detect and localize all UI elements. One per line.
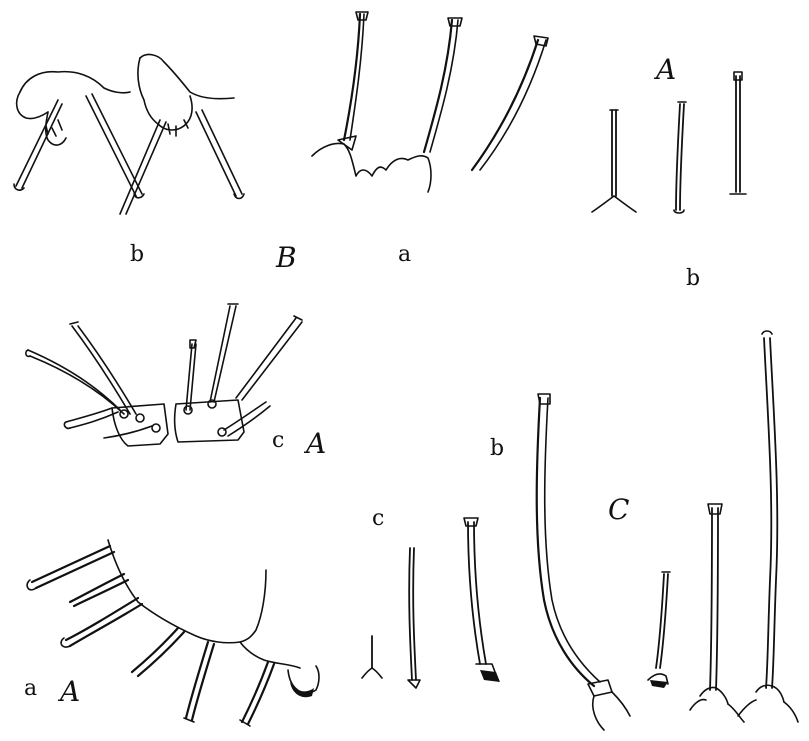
label-top-left-b: b (130, 242, 145, 267)
figure-aa-seta-2 (68, 572, 130, 608)
figure-cc-seta-2 (407, 547, 421, 689)
figure-ab-seta-2 (673, 101, 687, 214)
label-top-right-b: b (686, 266, 701, 291)
figure-aa-seta-3 (60, 596, 144, 648)
label-mid-A: A (306, 427, 327, 460)
figure-b-seta-4 (195, 109, 245, 200)
label-top-B: B (276, 241, 297, 274)
figure-ac-right-plate (173, 399, 245, 443)
figure-ab-seta-3 (729, 71, 747, 195)
label-bot-A: A (60, 675, 81, 708)
figure-ac-left-plate (111, 403, 169, 447)
figure-aa-seta-1 (26, 544, 116, 591)
figure-ac-seta-1 (25, 349, 125, 415)
figure-ac-seta-4 (103, 425, 153, 439)
figure-a-seta-3 (470, 35, 549, 172)
figure-ac-seta-3 (63, 407, 119, 430)
figure-ac-seta-2 (69, 321, 137, 415)
figure-ab-seta-1 (591, 109, 637, 213)
label-top-right-A: A (656, 53, 677, 86)
figure-aa-seta-6 (239, 660, 276, 727)
figure-c-seta-4 (737, 330, 799, 723)
figure-a-seta-1 (337, 11, 369, 151)
figure-aa-body-margin (107, 539, 320, 698)
label-bot-a: a (24, 676, 38, 701)
label-top-a: a (398, 242, 412, 267)
figure-ac-seta-6 (209, 303, 239, 403)
figure-b-left-body-outline (15, 70, 131, 146)
figure-ac-seta-5 (185, 339, 197, 411)
figure-ac-seta-8 (223, 401, 271, 437)
figure-a-body-margin (311, 142, 432, 193)
figure-aa-seta-4 (130, 626, 186, 678)
figure-cc-seta-3 (463, 517, 500, 682)
figure-ac-seta-7 (235, 315, 303, 401)
figure-a-seta-2 (422, 17, 463, 154)
label-bot-c: c (372, 506, 385, 531)
label-bot-C: C (608, 493, 630, 526)
figure-b-right-body-outline (137, 53, 235, 137)
figure-b-seta-2 (85, 93, 145, 199)
figure-b-seta-3 (119, 119, 167, 215)
label-mid-c: c (272, 428, 285, 453)
figure-aa-seta-5 (183, 640, 216, 723)
figure-b-seta-1 (13, 99, 63, 191)
figure-c-seta-1 (535, 393, 631, 731)
figure-cc-seta-1 (361, 635, 383, 679)
label-mid-b: b (490, 436, 505, 461)
figure-c-seta-2 (647, 571, 671, 688)
figure-c-seta-3 (689, 503, 745, 723)
